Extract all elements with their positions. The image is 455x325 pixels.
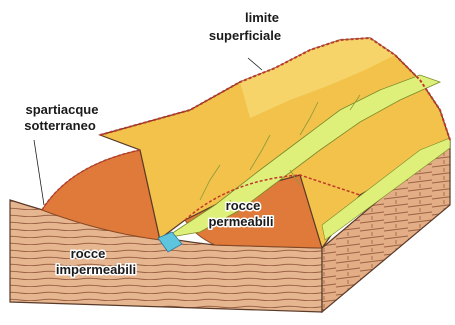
label-spartiacque-1: spartiacque	[26, 102, 99, 117]
label-rocce-impermeabili-2: impermeabili	[56, 262, 136, 277]
label-rocce-permeabili-2: permeabili	[208, 214, 273, 229]
label-rocce-permeabili-1: rocce	[226, 198, 261, 213]
leader-limite	[248, 58, 262, 70]
leader-spartiacque	[34, 140, 44, 205]
label-rocce-impermeabili-1: rocce	[71, 246, 106, 261]
label-spartiacque-2: sotterraneo	[24, 118, 96, 133]
label-limite-1: limite	[245, 10, 279, 25]
label-limite-2: superficiale	[209, 28, 281, 43]
